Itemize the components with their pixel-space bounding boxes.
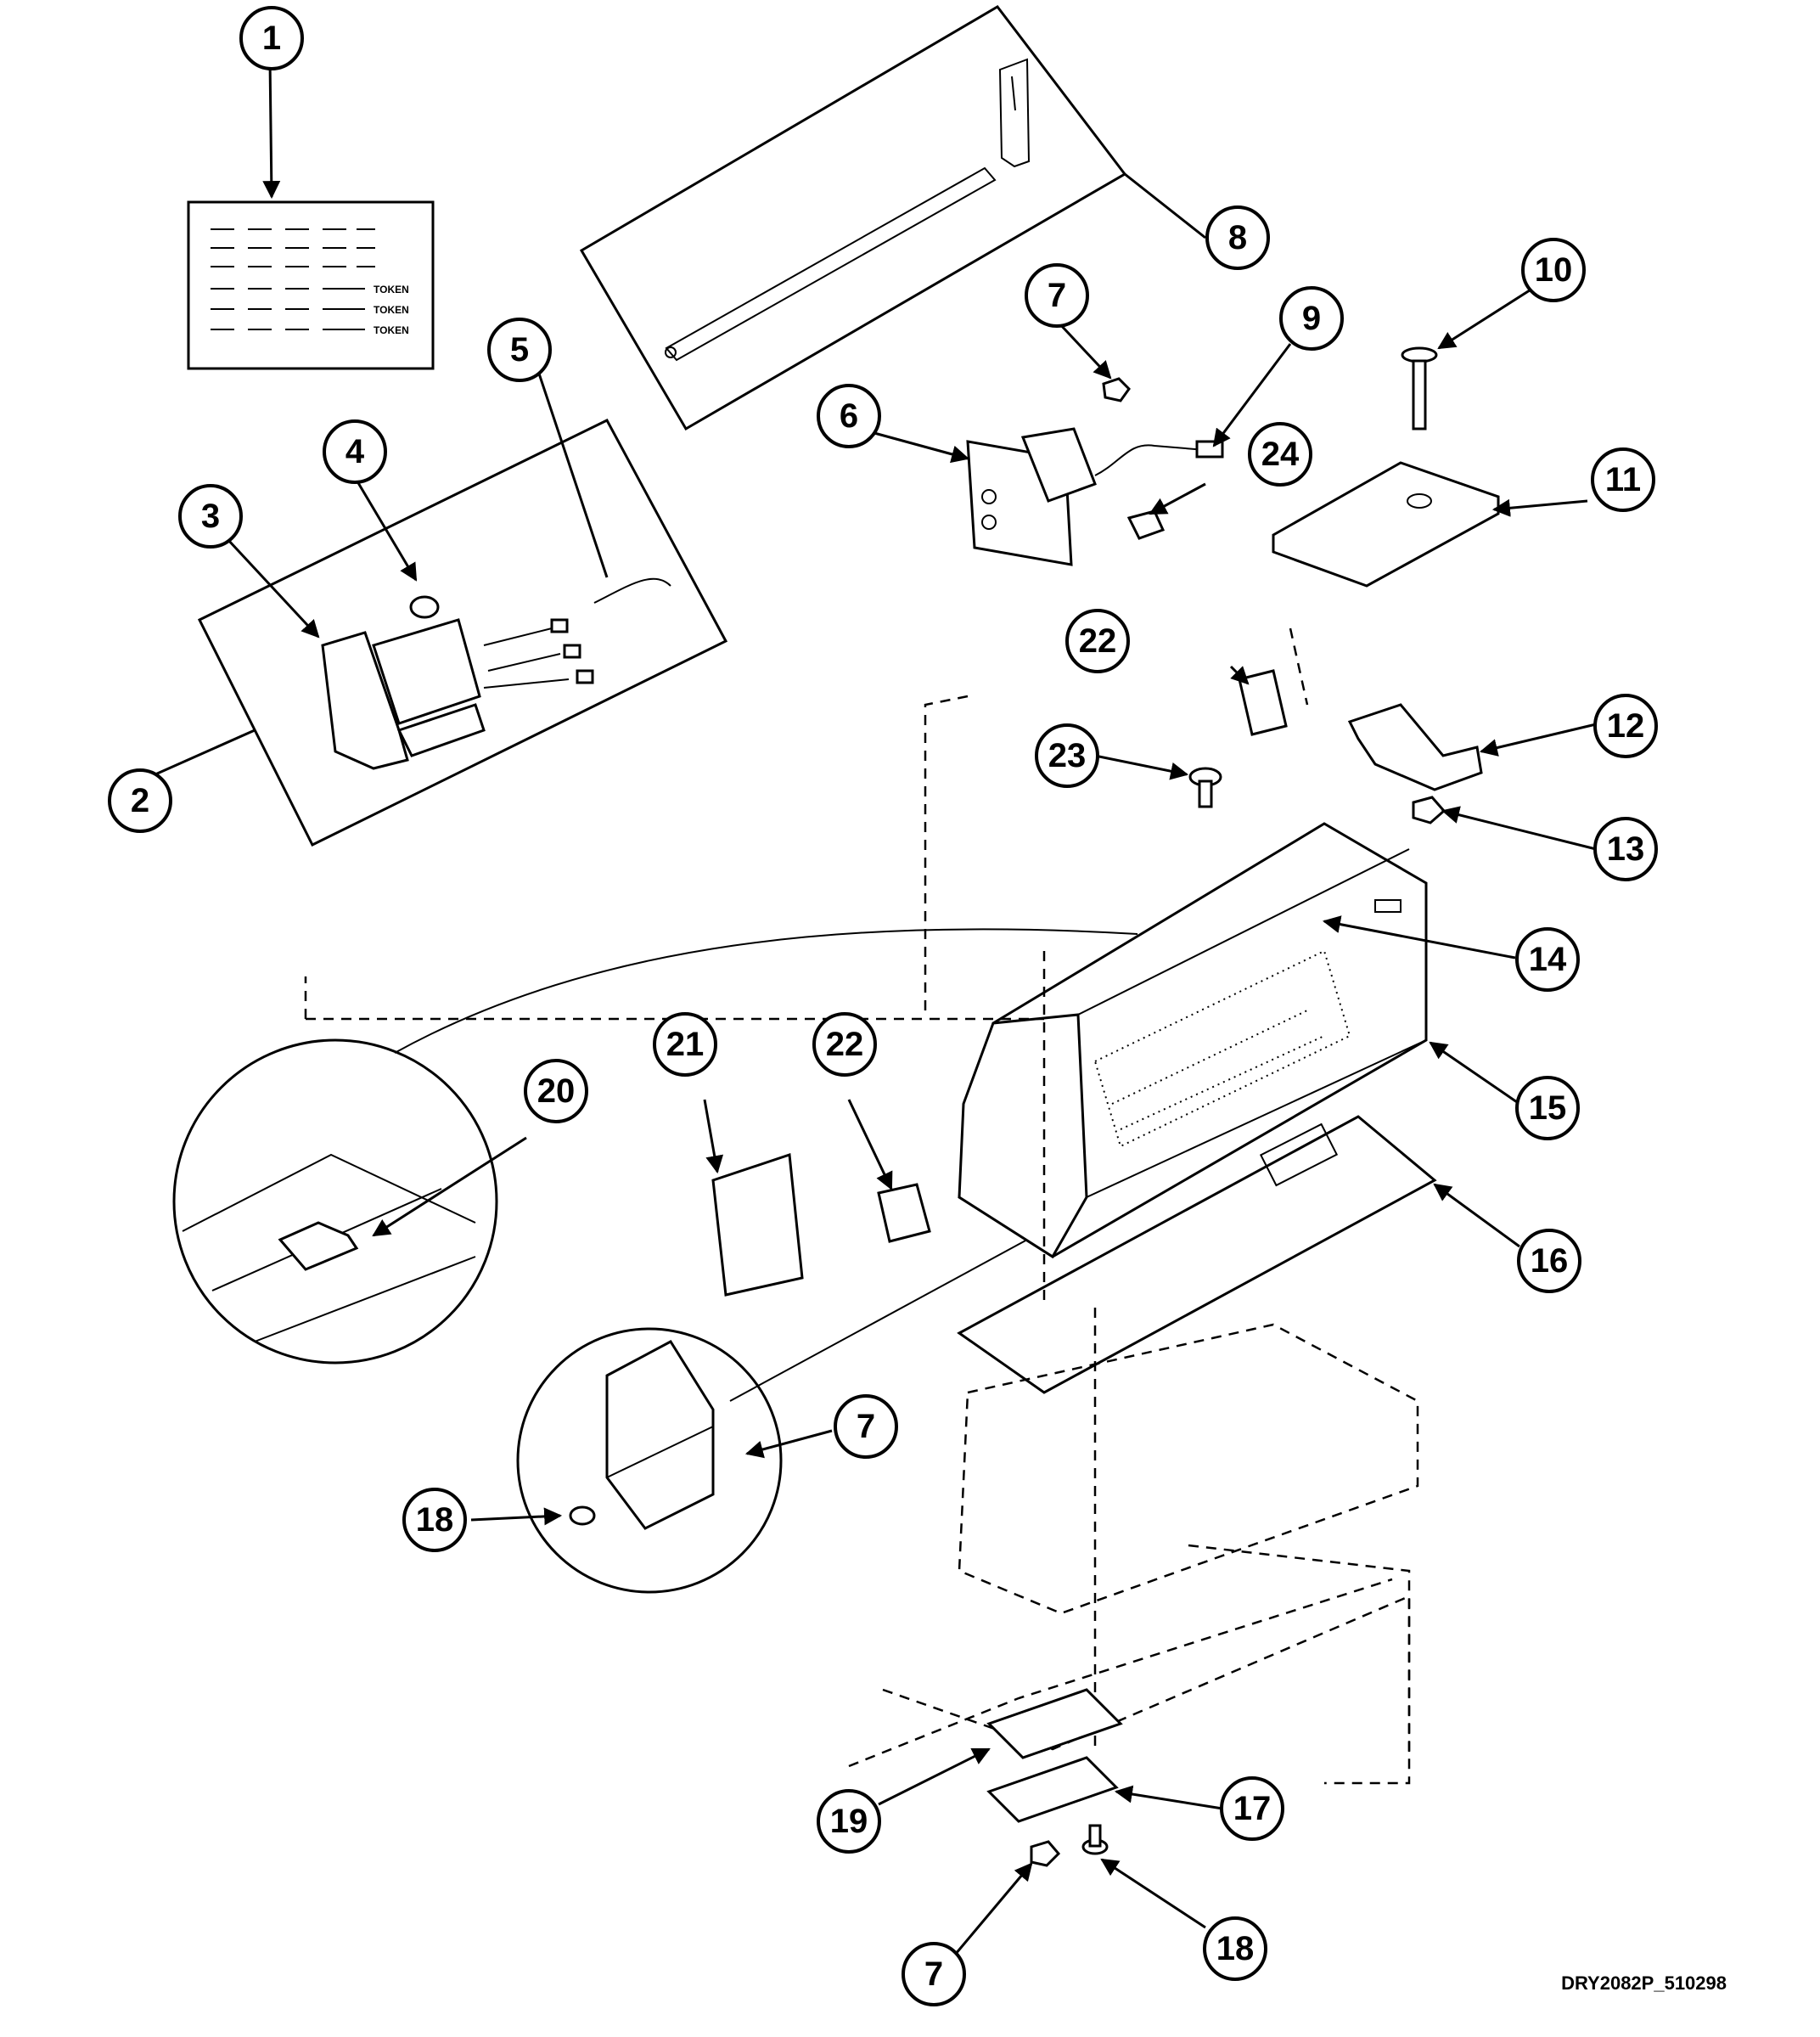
svg-text:22: 22 [826, 1026, 864, 1063]
callout-18b: 18 [1203, 1916, 1267, 1981]
label-card-part: TOKEN TOKEN TOKEN [187, 200, 435, 370]
callout-12: 12 [1593, 694, 1658, 758]
bracket-part [1347, 703, 1483, 791]
callout-8: 8 [1205, 205, 1270, 270]
svg-text:18: 18 [416, 1501, 454, 1539]
callout-22a: 22 [1065, 609, 1130, 673]
dashed-frame [304, 627, 1419, 1785]
callout-15: 15 [1515, 1076, 1580, 1140]
svg-text:2: 2 [131, 782, 149, 819]
switch-part-top [1238, 669, 1288, 736]
svg-text:24: 24 [1261, 436, 1300, 473]
svg-text:13: 13 [1607, 830, 1645, 868]
svg-text:21: 21 [666, 1026, 705, 1063]
bolt-part [1188, 767, 1222, 808]
callout-7: 7 [1025, 263, 1089, 328]
bolt-part-bottom [1081, 1824, 1109, 1855]
svg-text:8: 8 [1228, 219, 1247, 256]
zoom-detail-right [516, 1239, 1028, 1594]
coin-label-part [711, 1152, 804, 1297]
svg-text:7: 7 [924, 1955, 943, 1993]
callout-19: 19 [817, 1789, 881, 1854]
cover-plate-part [1272, 461, 1500, 588]
callout-9: 9 [1279, 286, 1344, 351]
screw-part [1401, 346, 1438, 430]
svg-text:5: 5 [510, 331, 529, 369]
switch-part-left [877, 1183, 931, 1243]
token-text-3: TOKEN [374, 324, 409, 336]
callout-3: 3 [178, 484, 243, 549]
svg-text:22: 22 [1079, 622, 1117, 660]
nut-part-bottom [1030, 1840, 1061, 1867]
callout-16: 16 [1517, 1229, 1581, 1293]
label-card-lines [211, 228, 375, 330]
svg-text:6: 6 [840, 397, 858, 435]
svg-text:7: 7 [1048, 277, 1066, 314]
token-text-1: TOKEN [374, 284, 409, 295]
callout-5: 5 [487, 318, 552, 382]
callout-20: 20 [524, 1059, 588, 1123]
svg-text:17: 17 [1233, 1790, 1272, 1827]
leader-lines [139, 59, 1597, 1961]
svg-text:20: 20 [537, 1072, 576, 1110]
callout-13: 13 [1593, 817, 1658, 881]
clip-nut-part [1412, 796, 1446, 824]
svg-text:3: 3 [201, 498, 220, 535]
svg-text:1: 1 [262, 20, 281, 57]
svg-text:15: 15 [1529, 1089, 1567, 1127]
callout-18: 18 [402, 1488, 467, 1552]
svg-text:4: 4 [345, 433, 365, 470]
callout-14: 14 [1515, 927, 1580, 992]
svg-text:19: 19 [830, 1803, 868, 1840]
callout-6: 6 [817, 384, 881, 448]
connector-part [1126, 509, 1166, 540]
reference-code: DRY2082P_510298 [1561, 1972, 1727, 1994]
callout-7c: 7 [902, 1942, 966, 2006]
shim-plate-part [986, 1688, 1123, 1759]
callout-11: 11 [1591, 447, 1655, 512]
callout-4: 4 [323, 419, 387, 484]
svg-text:11: 11 [1605, 461, 1641, 498]
svg-text:18: 18 [1216, 1930, 1255, 1967]
zoom-detail-left [172, 928, 1138, 1365]
svg-text:14: 14 [1529, 941, 1567, 978]
callout-22b: 22 [812, 1012, 877, 1077]
main-housing-part [958, 822, 1428, 1259]
callout-7b: 7 [834, 1394, 898, 1459]
coin-acceptor-panel-part [197, 419, 728, 847]
callout-10: 10 [1521, 238, 1586, 302]
callout-24: 24 [1248, 422, 1312, 487]
svg-text:12: 12 [1607, 707, 1645, 745]
callout-23: 23 [1035, 723, 1099, 788]
callout-2: 2 [108, 768, 172, 833]
svg-text:23: 23 [1048, 737, 1087, 774]
nut-part-top [1102, 377, 1131, 402]
svg-text:16: 16 [1531, 1242, 1569, 1280]
svg-text:10: 10 [1535, 251, 1573, 289]
callout-17: 17 [1220, 1776, 1284, 1841]
callout-1: 1 [239, 6, 304, 70]
svg-text:7: 7 [857, 1408, 875, 1445]
mount-plate-part [986, 1756, 1119, 1823]
callout-21: 21 [653, 1012, 717, 1077]
rod-key-panel-part [579, 5, 1127, 431]
base-plate-part [957, 1115, 1437, 1394]
svg-text:9: 9 [1302, 300, 1321, 337]
token-text-2: TOKEN [374, 304, 409, 316]
